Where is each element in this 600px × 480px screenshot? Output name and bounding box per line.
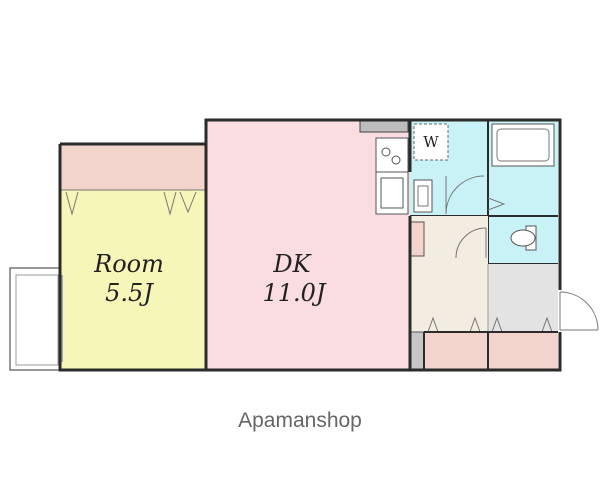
dk-name-label: DK xyxy=(272,250,312,278)
balcony xyxy=(9,267,61,371)
hall-closet xyxy=(409,221,425,257)
room-closet xyxy=(59,143,207,191)
room-name-label: Room xyxy=(93,250,164,278)
toilet xyxy=(510,225,537,251)
washer-space xyxy=(413,123,449,161)
washer-label: W xyxy=(423,133,439,151)
walls xyxy=(58,118,562,372)
room-western xyxy=(59,143,207,370)
front-door xyxy=(559,291,599,331)
room-dk xyxy=(206,119,410,370)
wet-area: W xyxy=(410,120,558,265)
entrance-hall xyxy=(409,216,599,333)
bathtub xyxy=(491,123,555,167)
storage-closets xyxy=(409,331,558,371)
room-size-label: 5.5J xyxy=(105,279,154,307)
dk-size-label: 11.0J xyxy=(262,279,326,307)
wash-basin xyxy=(413,179,433,213)
fridge-space xyxy=(359,119,409,133)
kitchen-counter xyxy=(375,137,409,215)
watermark: Apamanshop xyxy=(238,409,362,432)
